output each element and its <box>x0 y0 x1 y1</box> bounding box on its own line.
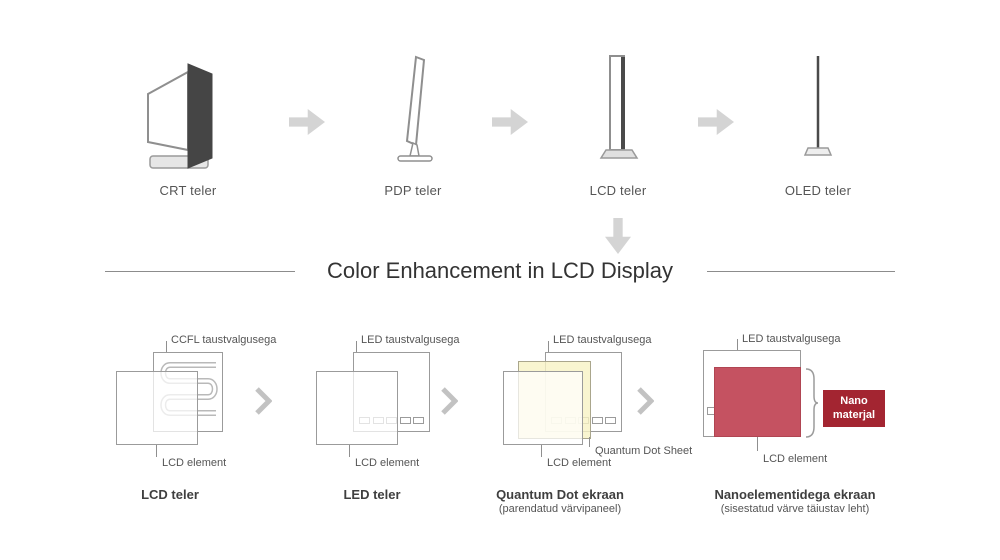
chevron-right-icon <box>441 387 458 415</box>
diagram-subtitle-quantum: (parendatud värvipaneel) <box>498 503 622 515</box>
title-rule-left <box>105 271 295 272</box>
label-connector <box>757 437 758 451</box>
label-connector <box>541 445 542 457</box>
oled-tv-illustration <box>803 56 833 156</box>
diagram-title-lcd: LCD teler <box>141 487 199 502</box>
brace-icon <box>805 368 819 438</box>
nano-material-badge: Nano materjal <box>823 390 885 427</box>
tv-label-pdp: PDP teler <box>384 183 442 198</box>
backlight-label: CCFL taustvalgusega <box>171 334 277 346</box>
lcd-element-panel <box>503 371 583 445</box>
title-rule-right <box>707 271 895 272</box>
label-connector <box>356 341 357 352</box>
tv-label-crt: CRT teler <box>159 183 217 198</box>
arrow-right-icon <box>698 109 734 135</box>
label-connector <box>349 445 350 457</box>
lcd-element-label: LCD element <box>763 453 828 465</box>
backlight-label: LED taustvalgusega <box>553 334 652 346</box>
backlight-label: LED taustvalgusega <box>361 334 460 346</box>
label-connector <box>166 341 167 352</box>
diagram-title-led: LED teler <box>343 487 401 502</box>
arrow-right-icon <box>289 109 325 135</box>
lcd-tv-illustration <box>599 55 639 159</box>
quantum-sheet-label: Quantum Dot Sheet <box>595 445 693 457</box>
label-connector <box>548 341 549 352</box>
lcd-element-label: LCD element <box>547 457 612 469</box>
arrow-right-icon <box>492 109 528 135</box>
label-connector <box>737 339 738 350</box>
tv-label-lcd: LCD teler <box>589 183 647 198</box>
nano-material-sheet <box>714 367 801 437</box>
label-connector <box>156 445 157 457</box>
led-chip <box>605 417 616 424</box>
diagram-subtitle-nano: (sisestatud värve täiustav leht) <box>720 503 870 515</box>
crt-tv-illustration <box>147 63 213 169</box>
diagram-title-nano: Nanoelementidega ekraan <box>714 487 876 502</box>
led-chip <box>413 417 424 424</box>
chevron-right-icon <box>255 387 272 415</box>
section-title: Color Enhancement in LCD Display <box>326 258 674 283</box>
chevron-right-icon <box>637 387 654 415</box>
label-connector <box>589 437 590 447</box>
arrow-down-icon <box>605 218 631 254</box>
led-chip <box>591 417 603 424</box>
pdp-tv-illustration <box>397 55 433 162</box>
lcd-element-label: LCD element <box>162 457 227 469</box>
led-chip <box>399 417 411 424</box>
lcd-element-panel <box>316 371 398 445</box>
lcd-element-label: LCD element <box>355 457 420 469</box>
diagram-title-quantum: Quantum Dot ekraan <box>496 487 624 502</box>
tv-label-oled: OLED teler <box>784 183 852 198</box>
backlight-label: LED taustvalgusega <box>742 333 841 345</box>
lcd-element-panel <box>116 371 198 445</box>
